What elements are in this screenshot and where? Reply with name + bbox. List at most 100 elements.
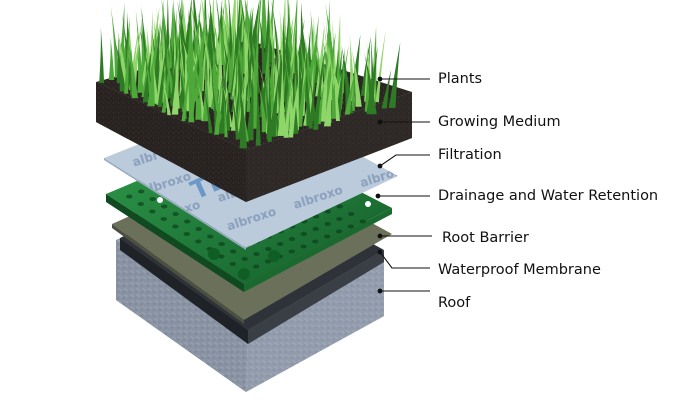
grass-blade (223, 95, 228, 138)
grass-blade (331, 57, 340, 121)
grass-blade (351, 48, 362, 107)
leader-lines (375, 76, 432, 294)
grass-blade (191, 51, 203, 96)
drainage-cup (207, 234, 214, 239)
grass-blade (161, 76, 171, 116)
grass-blade (124, 15, 130, 94)
drainage-cup (172, 212, 179, 216)
grass-blade (239, 83, 248, 149)
drainage-cup (264, 259, 272, 264)
label-plants: Plants (438, 71, 483, 87)
grass-blade (210, 57, 220, 109)
grass-blade (388, 42, 401, 108)
grass-blade (211, 82, 224, 128)
grass-blade (278, 60, 285, 136)
drainage-cup (161, 204, 168, 209)
drainage-cup (138, 189, 145, 194)
grass-blade (215, 0, 227, 65)
grass-blade (320, 43, 331, 122)
grass-blade (366, 46, 378, 115)
leader-filtration (379, 154, 430, 167)
grass-blade (288, 77, 300, 138)
drainage-cup (324, 209, 331, 214)
grass-blade (323, 66, 333, 127)
grass-blade (364, 37, 371, 112)
grass-blade (225, 80, 231, 131)
grass-blade (181, 55, 192, 122)
grass-blade (258, 82, 268, 133)
drainage-cup (265, 247, 272, 251)
grass-blade (258, 11, 268, 74)
grass-blade (157, 43, 167, 107)
drainage-cup (172, 224, 179, 229)
grass-blade (141, 52, 151, 98)
drainage-cup (312, 227, 319, 231)
grass-blade (213, 42, 218, 111)
grass-blade (220, 4, 230, 73)
grass-blade (344, 71, 355, 115)
grass-blade (200, 31, 208, 91)
drainage-cup (230, 249, 237, 254)
label-root-barrier: Root Barrier (442, 230, 529, 246)
drainage-cup (336, 217, 343, 221)
grass-blade (229, 85, 240, 140)
grass-blade (255, 75, 261, 146)
grass-blade (189, 45, 197, 102)
grass-blade (114, 40, 126, 92)
grass-blade (246, 68, 251, 112)
grass-blade (222, 36, 231, 82)
grass-blade (360, 36, 371, 96)
grass-blade (283, 82, 292, 138)
drainage-cup (288, 249, 295, 254)
grass-blade (169, 14, 177, 87)
grass-blade (351, 63, 355, 112)
grass-blade (202, 82, 213, 134)
grass-blade (210, 74, 219, 130)
grass-blade (186, 57, 195, 123)
grass-blade (304, 48, 312, 127)
plants-grass (99, 0, 401, 149)
drainage-cup (184, 219, 191, 224)
drainage-cup (195, 239, 202, 244)
drainage-cup (335, 229, 343, 234)
grass-blade (149, 42, 159, 104)
grass-blade (196, 60, 204, 119)
grass-blade (121, 11, 133, 89)
grass-blade (246, 73, 254, 141)
grass-blade (299, 40, 307, 116)
drainage-cup (229, 262, 236, 266)
drainage-cup (336, 204, 343, 209)
drainage-cup (300, 244, 307, 249)
grass-blade (251, 20, 259, 100)
drainage-cup (149, 197, 156, 201)
grass-blade (308, 57, 318, 129)
drainage-cup (241, 257, 248, 261)
label-roof: Roof (438, 295, 471, 311)
drainage-cup (183, 232, 190, 236)
drainage-cup (347, 224, 354, 229)
grass-blade (293, 73, 299, 131)
grass-blade (126, 32, 138, 99)
label-waterproof-membrane: Waterproof Membrane (438, 262, 601, 278)
drainage-cup (149, 209, 156, 214)
drainage-cup (277, 242, 284, 246)
grass-blade (108, 37, 115, 80)
label-filtration: Filtration (438, 147, 502, 163)
grass-blade (264, 74, 272, 142)
drainage-cup (253, 264, 260, 269)
grass-blade (228, 23, 235, 93)
grass-blade (313, 52, 324, 130)
grass-blade (99, 27, 105, 83)
label-drainage-water-retention: Drainage and Water Retention (438, 188, 659, 204)
grass-blade (296, 60, 309, 127)
drainage-cup (324, 234, 331, 239)
grass-blade (110, 6, 120, 78)
grass-blade (381, 69, 392, 109)
grass-blade (147, 58, 155, 107)
grass-blade (194, 73, 202, 120)
drainage-cup (218, 242, 225, 246)
grass-blade (208, 56, 214, 108)
drainage-cup (324, 222, 331, 226)
grass-blade (137, 51, 144, 93)
